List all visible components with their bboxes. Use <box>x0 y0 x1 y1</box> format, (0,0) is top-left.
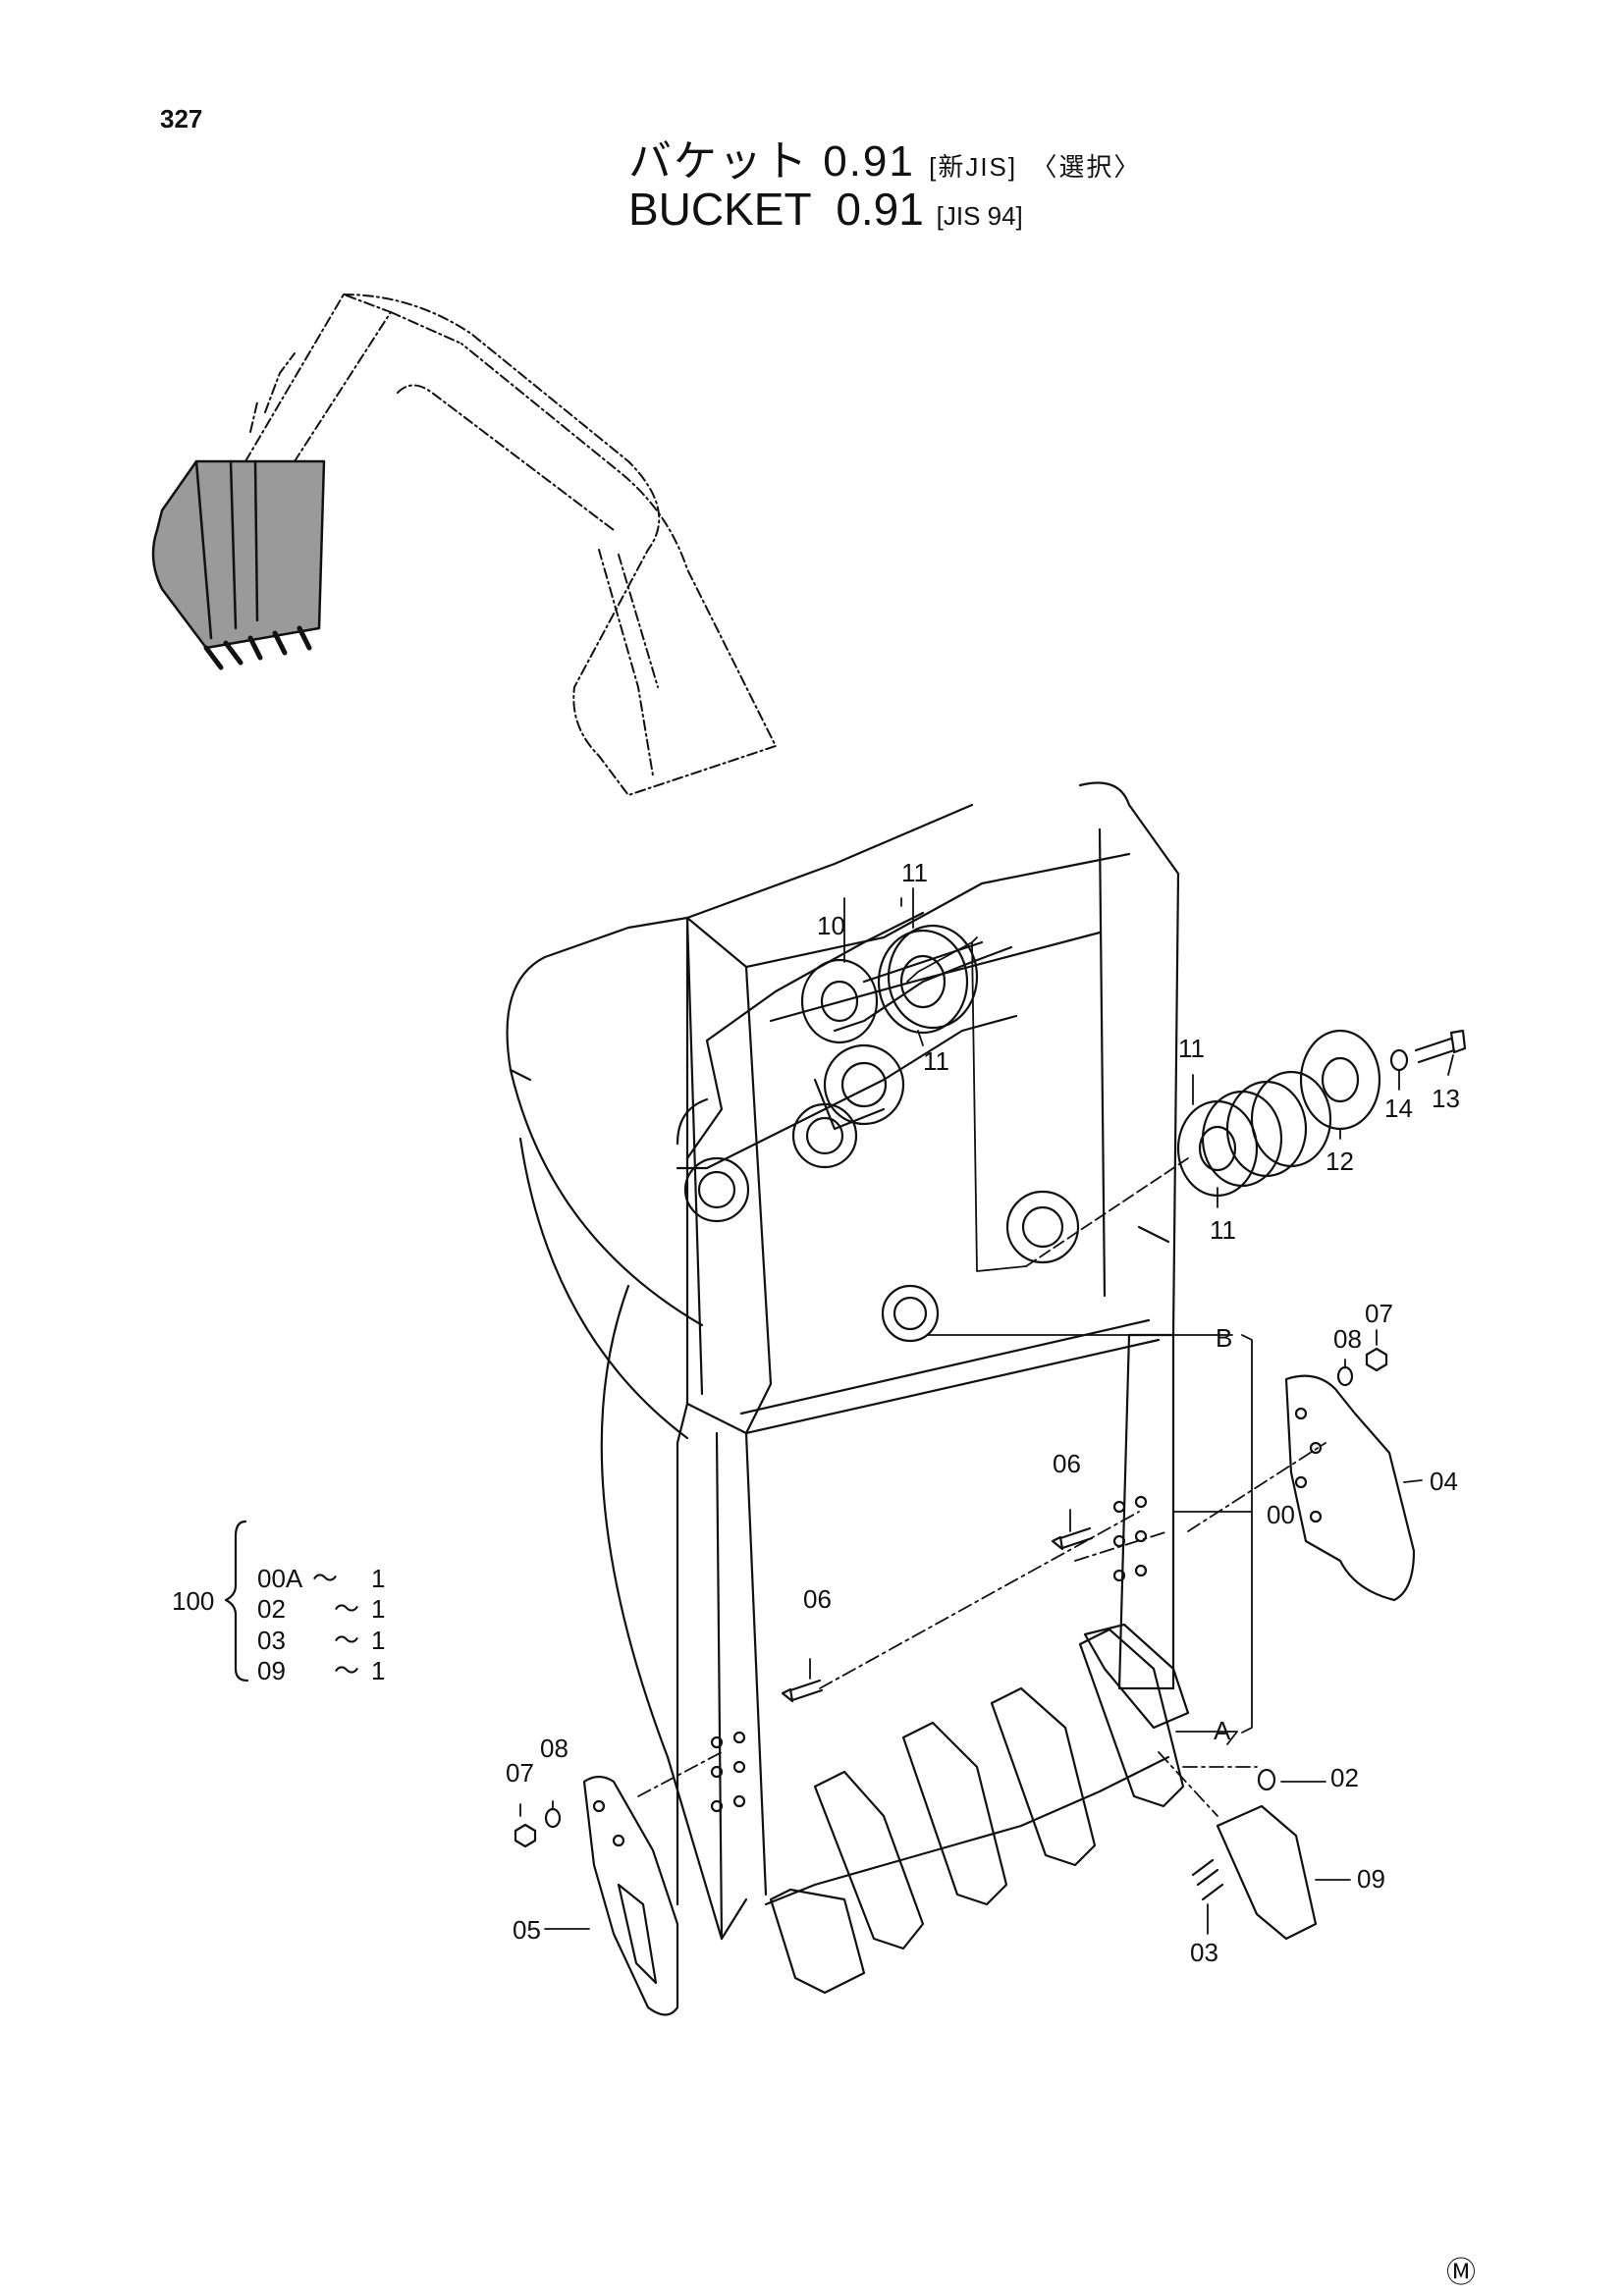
title-jp-main: バケット 0.91 <box>628 137 915 186</box>
kit-part-0: 00A <box>257 1564 303 1593</box>
excavator-overview-illustration <box>244 294 777 796</box>
leader-lines <box>519 887 1454 1935</box>
kit-tilde-1: ～ <box>334 1594 359 1624</box>
bucket-teeth <box>769 1623 1190 1995</box>
title-jp-option: 〈選択〉 <box>1031 152 1142 182</box>
title-en-main: BUCKET 0.91 <box>628 184 924 235</box>
kit-part-3: 09 <box>257 1656 286 1685</box>
callout-09: 09 <box>1357 1864 1385 1894</box>
callout-11d: 11 <box>1210 1215 1236 1245</box>
kit-qty-2: 1 <box>371 1626 385 1655</box>
title-en-spec: [JIS 94] <box>936 201 1023 231</box>
callout-02: 02 <box>1330 1763 1359 1792</box>
title-japanese: バケット 0.91 [新JIS] 〈選択〉 <box>628 126 1141 188</box>
kit-tilde-2: ～ <box>334 1626 359 1655</box>
callout-05: 05 <box>513 1915 541 1945</box>
callout-03: 03 <box>1190 1938 1218 1967</box>
side-cutters <box>582 1374 1416 2016</box>
callout-labels: 11 10 11 11 11 12 14 13 08 07 B 04 06 00… <box>506 858 1460 1967</box>
callout-10: 10 <box>817 911 845 940</box>
callout-11c: 11 <box>1178 1034 1205 1063</box>
kit-tilde-3: ～ <box>334 1656 359 1685</box>
kit-qty-1: 1 <box>371 1594 385 1624</box>
bucket-body <box>506 781 1180 1813</box>
callout-00: 00 <box>1267 1500 1295 1529</box>
overview-bucket <box>151 459 326 670</box>
callout-11a: 11 <box>901 858 928 887</box>
callout-14: 14 <box>1384 1094 1413 1123</box>
callout-07-right: 07 <box>1365 1299 1393 1328</box>
title-jp-spec: [新JIS] <box>929 152 1018 182</box>
title-english: BUCKET 0.91 [JIS 94] <box>628 183 1023 236</box>
kit-part-1: 02 <box>257 1594 286 1624</box>
callout-07-left: 07 <box>506 1758 534 1788</box>
callout-08-left: 08 <box>540 1734 568 1763</box>
callout-12: 12 <box>1325 1147 1354 1176</box>
kit-part-2: 03 <box>257 1626 286 1655</box>
kit-number: 100 <box>172 1586 214 1616</box>
callout-08-right: 08 <box>1333 1324 1362 1354</box>
callout-B: B <box>1216 1323 1232 1353</box>
callout-11b: 11 <box>923 1046 949 1076</box>
callout-06-right: 06 <box>1053 1449 1081 1478</box>
page-number: 327 <box>160 104 203 133</box>
callout-13: 13 <box>1432 1084 1460 1113</box>
kit-qty-3: 1 <box>371 1656 385 1685</box>
kit-table: 100 00A ～ 1 02 ～ 1 03 ～ 1 09 ～ 1 <box>172 1564 385 1685</box>
kit-tilde-0: ～ <box>312 1564 338 1593</box>
callout-06-left: 06 <box>803 1584 832 1614</box>
callout-04: 04 <box>1430 1467 1458 1496</box>
m-mark-icon: Ⓜ <box>1446 2257 1476 2289</box>
kit-qty-0: 1 <box>371 1564 385 1593</box>
callout-A: A <box>1214 1716 1231 1745</box>
bucket-lower-body <box>600 1284 1175 1941</box>
kit-brace <box>224 1520 249 1682</box>
pin-parts <box>514 924 1467 1941</box>
